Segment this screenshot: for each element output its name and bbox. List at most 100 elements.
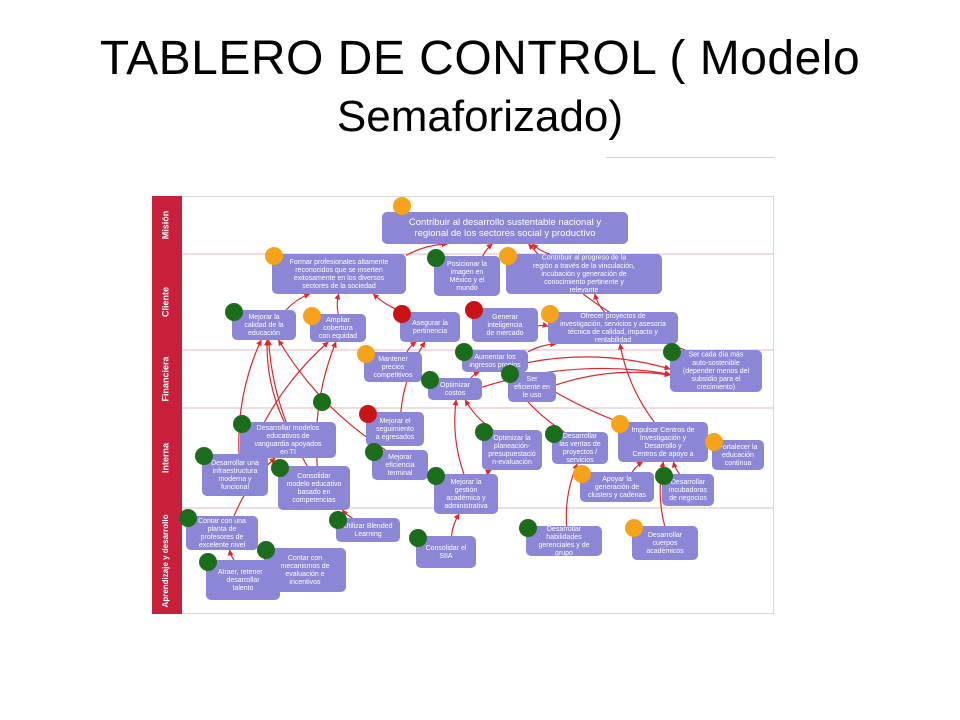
objective-box: [508, 372, 556, 402]
status-light-orange: [303, 307, 321, 325]
objective-box: [364, 352, 422, 382]
perspective-label: Cliente: [160, 287, 170, 317]
objective-label: proyectos /: [563, 449, 597, 456]
objective-node: Contribuir al desarrollo sustentable nac…: [382, 212, 628, 244]
objective-label: pertinencia: [413, 328, 447, 335]
objective-label: continua: [725, 460, 752, 467]
status-light-orange: [499, 247, 517, 265]
causal-arrow: [470, 371, 480, 379]
objective-label: subsidio para el: [691, 376, 740, 383]
status-light-green: [179, 509, 197, 527]
status-light-green: [455, 343, 473, 361]
objective-label: Investigación y: [640, 435, 687, 442]
objective-label: Mejorar: [388, 454, 412, 461]
perspective-band: [152, 196, 182, 254]
objective-box: [278, 466, 350, 510]
causal-arrow: [482, 243, 493, 257]
objective-label: moderna y: [218, 476, 252, 483]
objective-box: [712, 440, 764, 470]
status-light-green: [663, 343, 681, 361]
objective-box: [400, 312, 460, 342]
objective-label: Desarrollar modelos: [257, 425, 320, 432]
causal-arrow: [484, 469, 492, 476]
causal-arrow: [527, 356, 671, 371]
objective-label: Desarrollar: [563, 433, 598, 440]
objective-label: Ofrecer proyectos de: [580, 313, 645, 320]
objective-label: vanguardia apoyados: [255, 441, 322, 448]
objective-label: grupo: [555, 550, 573, 557]
objective-label: relevante: [570, 287, 599, 294]
objective-box: [382, 212, 628, 244]
objective-label: técnica de calidad, impacto y: [568, 329, 658, 336]
objective-box: [372, 450, 428, 480]
objective-label: imagen en: [451, 269, 484, 276]
status-light-orange: [541, 305, 559, 323]
objective-box: [506, 254, 662, 294]
causal-arrow: [341, 509, 353, 519]
causal-arrow: [527, 341, 557, 353]
objective-label: Formar profesionales altamente: [290, 259, 389, 266]
objective-label: cobertura: [323, 325, 353, 332]
status-light-orange: [393, 197, 411, 215]
status-light-orange: [357, 345, 375, 363]
objective-label: Centros de apoyo a: [632, 451, 693, 458]
objective-label: de negocios: [669, 495, 707, 502]
objective-label: académicos: [646, 548, 684, 555]
objective-label: mecanismos de: [280, 563, 329, 570]
objective-label: clusters y cadenas: [588, 492, 646, 499]
perspective-label: Aprendizaje y desarrollo: [161, 514, 170, 607]
causal-arrow: [238, 339, 262, 455]
objective-label: costos: [445, 390, 466, 397]
status-light-green: [545, 425, 563, 443]
perspective-label: Misión: [160, 211, 170, 240]
slide-title-line2: Semaforizado): [336, 92, 624, 141]
objective-label: Ser cada día más: [689, 352, 744, 359]
perspective-bands: MisiónClienteFinancieraInternaAprendizaj…: [152, 196, 774, 614]
objective-box: [366, 412, 424, 446]
objective-label: (depender menos del: [683, 368, 750, 375]
objective-label: ingresos propios: [469, 362, 521, 369]
objective-label: sectores de la sociedad: [302, 283, 376, 290]
objective-label: Consolidar el: [426, 545, 467, 552]
objective-box: [434, 474, 498, 514]
objective-label: Mejorar el: [379, 418, 411, 425]
objective-node: Optimizar laplaneación-presupuestación-e…: [482, 430, 542, 470]
objective-label: auto-sostenible: [692, 360, 740, 367]
objective-label: incentivos: [289, 579, 321, 586]
objective-label: desarrollar: [226, 577, 260, 584]
objective-label: Aumentar los: [474, 354, 516, 361]
status-light-orange: [573, 465, 591, 483]
objective-box: [416, 536, 476, 568]
objective-label: seguimiento: [376, 426, 414, 433]
objective-label: conocimiento pertinente y: [544, 279, 624, 286]
objective-label: eficiencia: [385, 462, 414, 469]
perspective-label: Financiera: [160, 356, 170, 402]
objective-label: con equidad: [319, 333, 357, 340]
objective-box: [272, 254, 406, 294]
objective-label: modelo educativo: [287, 481, 342, 488]
status-light-green: [199, 553, 217, 571]
objective-label: Fortalecer la: [719, 444, 758, 451]
causal-arrow: [555, 371, 671, 386]
status-light-red: [359, 405, 377, 423]
objective-label: habilidades: [546, 534, 582, 541]
objective-label: Desarrollar una: [211, 460, 259, 467]
status-light-orange: [265, 247, 283, 265]
traffic-lights-layer: [179, 197, 723, 571]
objective-label: Ser: [527, 376, 539, 383]
